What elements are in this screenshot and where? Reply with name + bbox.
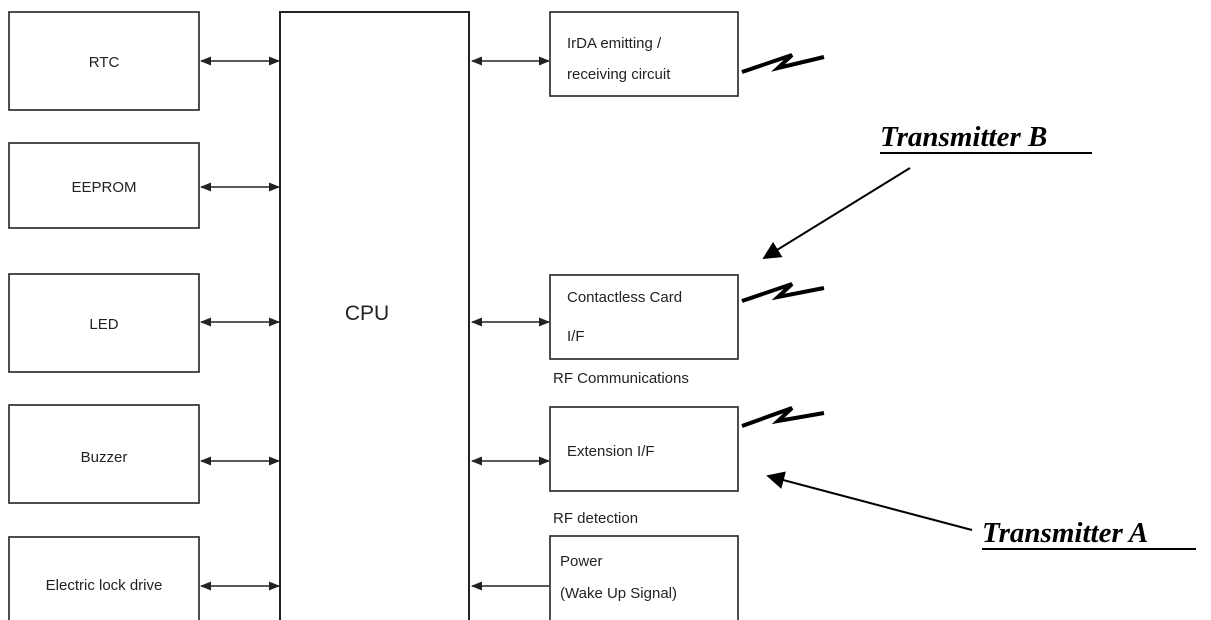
rtc-label: RTC bbox=[89, 54, 120, 71]
contactless-card-block: Contactless Card I/F bbox=[549, 274, 739, 360]
transmitter-a-annotation: Transmitter A bbox=[766, 471, 1196, 550]
buzzer-label: Buzzer bbox=[81, 449, 128, 466]
power-label-line1: Power bbox=[560, 553, 603, 570]
electric-lock-drive-block: Electric lock drive bbox=[8, 536, 200, 620]
transmitter-b-arrow bbox=[762, 167, 911, 259]
transmitter-b-annotation: Transmitter B bbox=[762, 121, 1092, 259]
irda-label-line1: IrDA emitting / bbox=[567, 35, 662, 52]
transmitter-b-label: Transmitter B bbox=[880, 121, 1047, 153]
transmitter-a-label: Transmitter A bbox=[982, 517, 1148, 549]
power-block: Power (Wake Up Signal) bbox=[549, 535, 739, 620]
eeprom-block: EEPROM bbox=[8, 142, 200, 229]
extension-wireless-icon bbox=[741, 406, 825, 428]
led-label: LED bbox=[89, 316, 118, 333]
power-label-line2: (Wake Up Signal) bbox=[560, 585, 677, 602]
rf-detection-caption: RF detection bbox=[553, 510, 638, 527]
contactless-card-label-line2: I/F bbox=[567, 328, 585, 345]
transmitter-a-arrow bbox=[766, 471, 973, 531]
contactless-wireless-icon bbox=[741, 282, 825, 303]
contactless-card-label-line1: Contactless Card bbox=[567, 289, 682, 306]
extension-if-label: Extension I/F bbox=[567, 443, 655, 460]
rtc-block: RTC bbox=[8, 11, 200, 111]
irda-label-line2: receiving circuit bbox=[567, 66, 671, 83]
buzzer-block: Buzzer bbox=[8, 404, 200, 504]
electric-lock-drive-label: Electric lock drive bbox=[46, 577, 163, 594]
irda-wireless-icon bbox=[741, 53, 825, 74]
eeprom-label: EEPROM bbox=[71, 179, 136, 196]
cpu-block: CPU bbox=[279, 11, 470, 620]
extension-if-block: Extension I/F bbox=[549, 406, 739, 492]
cpu-label: CPU bbox=[345, 302, 389, 325]
led-block: LED bbox=[8, 273, 200, 373]
irda-block: IrDA emitting / receiving circuit bbox=[549, 11, 739, 97]
rf-communications-caption: RF Communications bbox=[553, 370, 689, 387]
